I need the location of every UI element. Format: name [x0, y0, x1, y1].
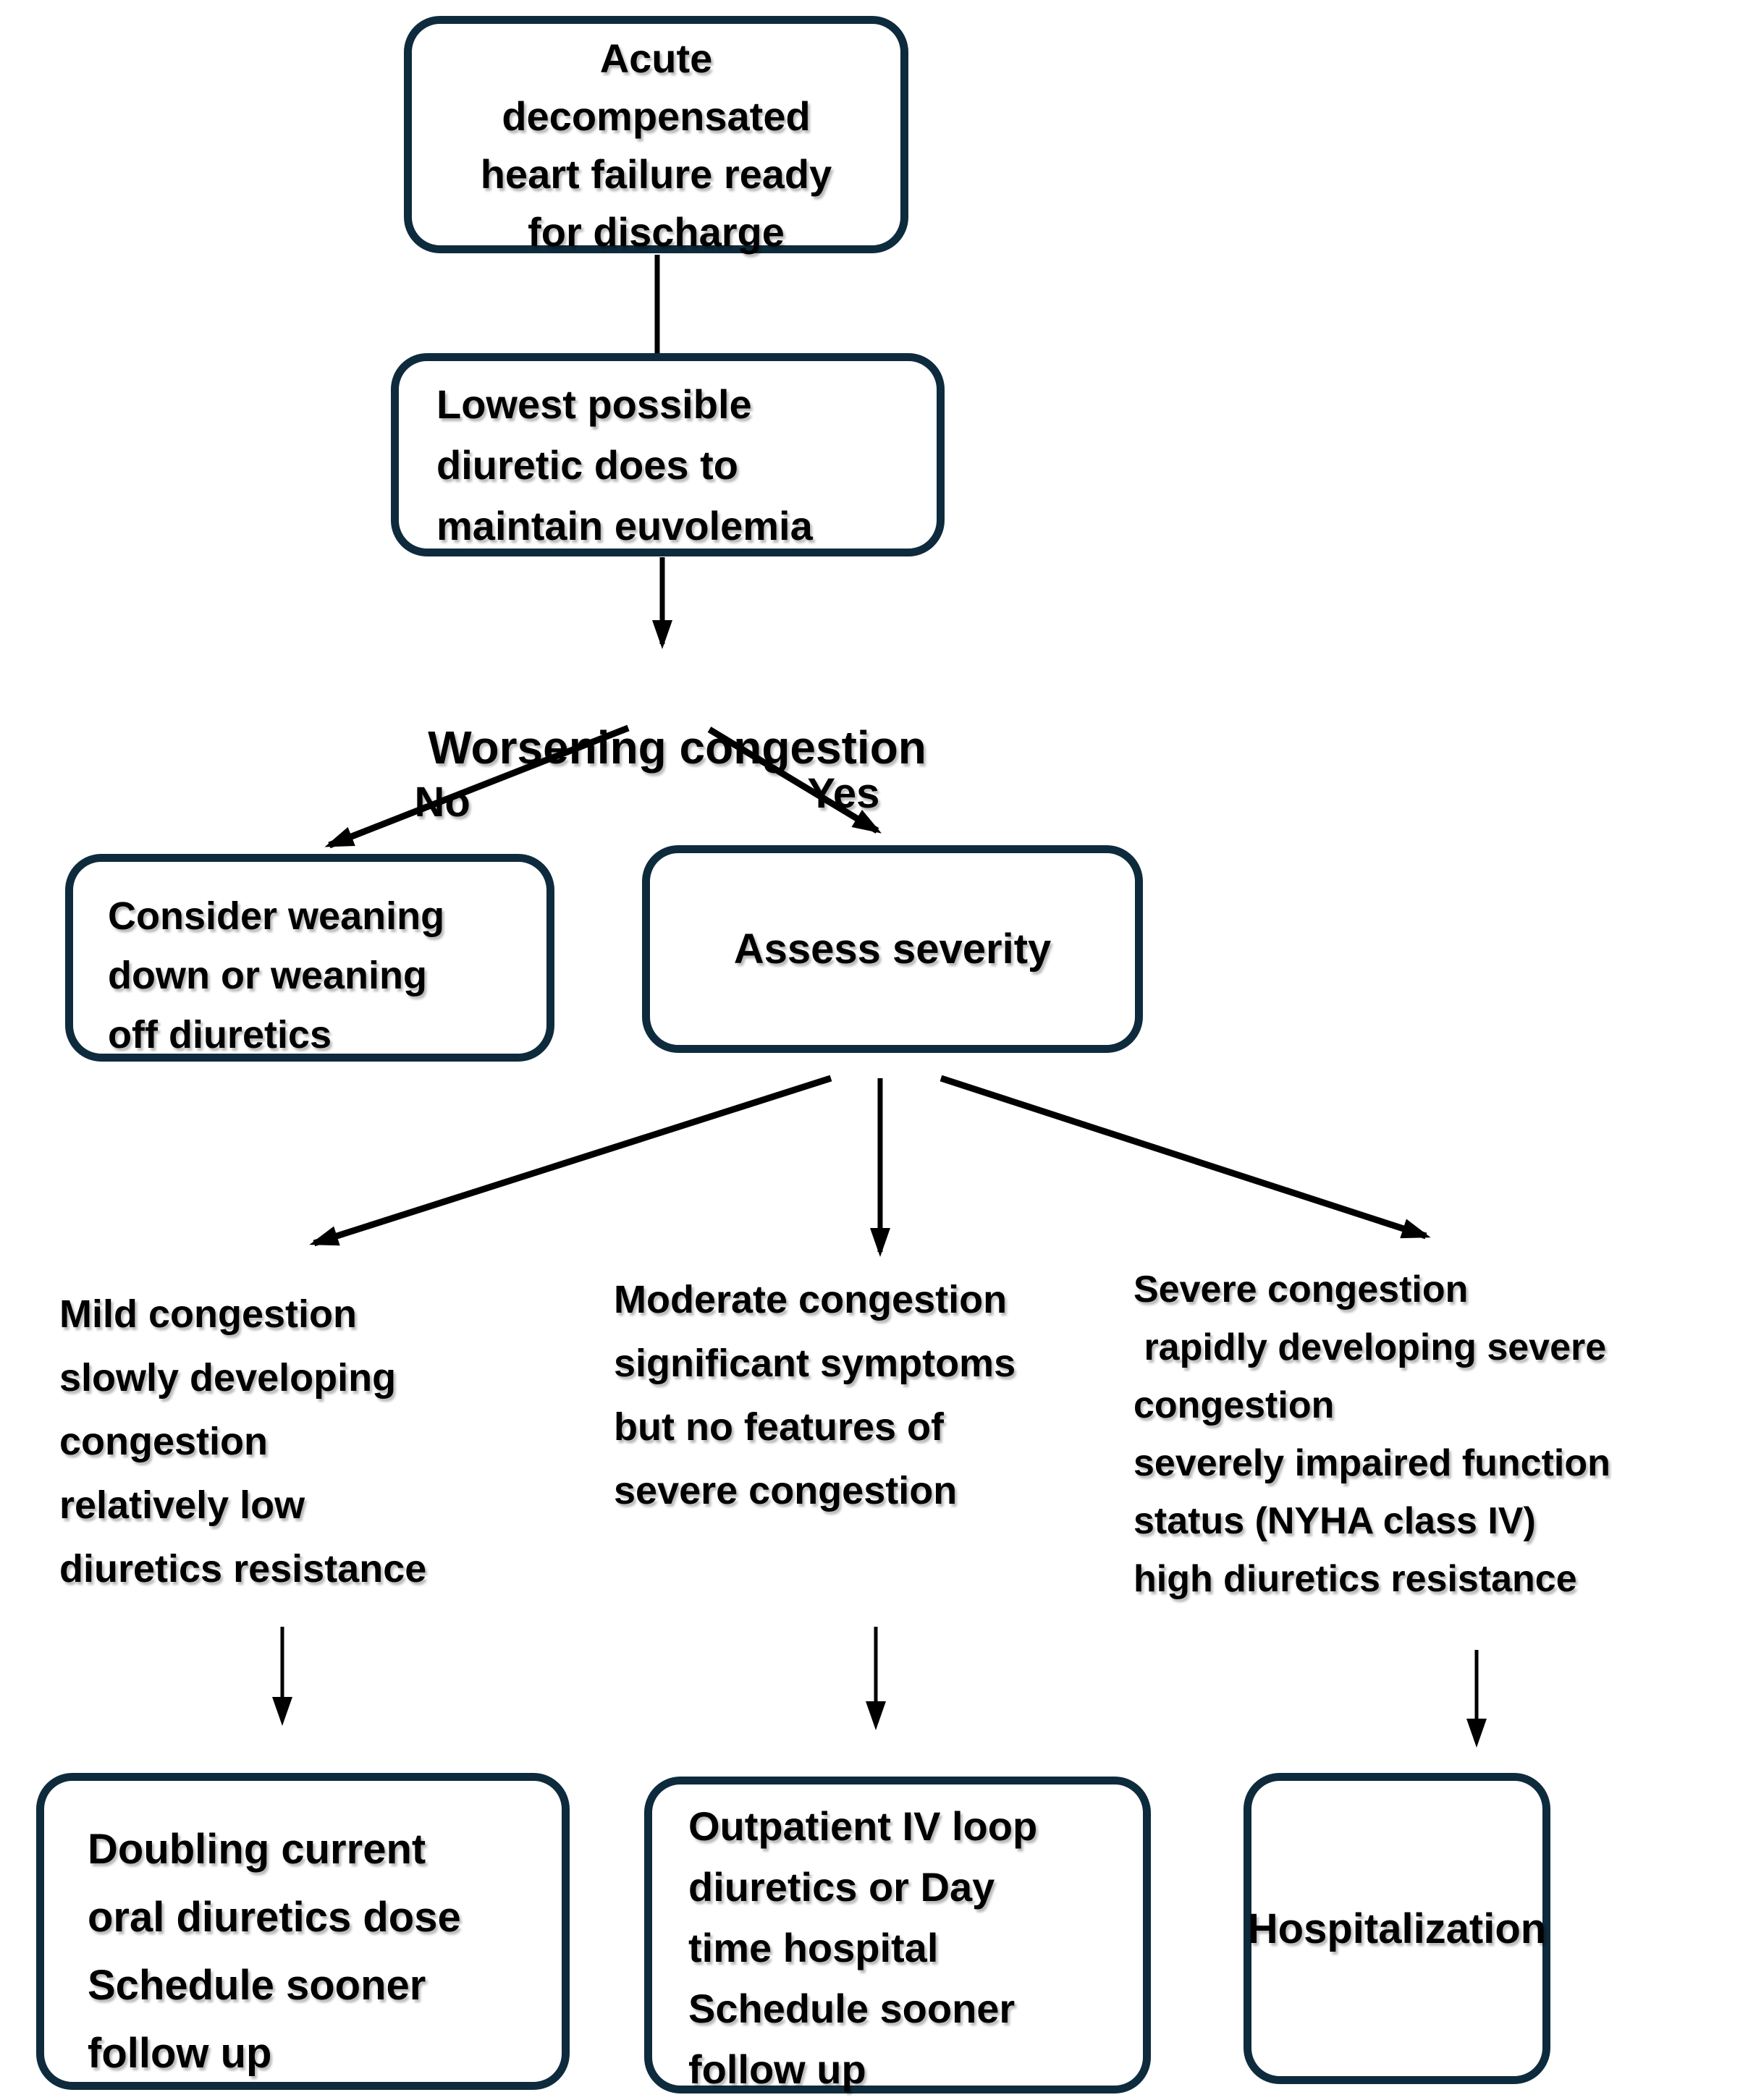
node-text-line: down or weaning	[108, 954, 427, 997]
node-text-line: Schedule sooner	[88, 1962, 426, 2009]
criteria-text-line: relatively low	[59, 1483, 305, 1527]
node-text-line: Doubling current	[88, 1826, 426, 1873]
criteria-text-line: congestion	[1133, 1384, 1335, 1426]
decision-worsening-congestion: Worsening congestion	[326, 667, 977, 828]
node-text-line: Assess severity	[733, 926, 1052, 973]
node-text-line: Schedule sooner	[688, 1986, 1016, 2031]
criteria-moderate-congestion: Moderate congestion significant symptoms…	[614, 1268, 1016, 1523]
node-acute-hf-discharge: Acute decompensated heart failure ready …	[404, 16, 908, 255]
decision-question-text: Worsening congestion	[428, 721, 926, 774]
criteria-text-line: but no features of	[614, 1405, 944, 1449]
branch-label-no: No	[368, 729, 470, 875]
node-hospitalization: Hospitalization	[1244, 1773, 1550, 2084]
node-consider-weaning: Consider weaning down or weaning off diu…	[65, 854, 554, 1062]
node-outpatient-iv-diuretics: Outpatient IV loop diuretics or Day time…	[644, 1777, 1151, 2093]
node-text-line: maintain euvolemia	[436, 503, 813, 549]
node-text-line: Hospitalization	[1247, 1905, 1547, 1952]
node-assess-severity: Assess severity	[642, 845, 1143, 1053]
criteria-text-line: significant symptoms	[614, 1342, 1016, 1385]
node-text-line: off diuretics	[108, 1013, 332, 1057]
node-text-line: for discharge	[528, 209, 785, 255]
node-text-line: follow up	[88, 2030, 272, 2077]
node-text-line: Acute	[599, 35, 713, 81]
node-text-line: decompensated	[502, 93, 811, 139]
criteria-text-line: severely impaired function	[1133, 1442, 1610, 1484]
arrow-assess-to-severe	[940, 1075, 1431, 1240]
criteria-mild-congestion: Mild congestion slowly developing conges…	[59, 1282, 426, 1601]
criteria-text-line: Mild congestion	[59, 1292, 357, 1336]
criteria-text-line: congestion	[59, 1420, 269, 1463]
arrow-assess-to-mild	[309, 1075, 832, 1247]
node-text-line: Outpatient IV loop	[688, 1803, 1038, 1849]
node-text-line: Consider weaning	[108, 894, 445, 938]
node-text-line: Lowest possible	[436, 381, 752, 427]
node-text-line: time hospital	[688, 1925, 939, 1970]
branch-label-yes: Yes	[761, 721, 879, 866]
node-text-line: diuretics or Day	[688, 1864, 995, 1910]
criteria-text-line: severe congestion	[614, 1469, 958, 1512]
node-doubling-oral-dose: Doubling current oral diuretics dose Sch…	[36, 1773, 570, 2090]
yes-label-text: Yes	[807, 770, 880, 817]
node-text-line: oral diuretics dose	[88, 1894, 461, 1941]
criteria-text-line: diuretics resistance	[59, 1547, 427, 1591]
criteria-text-line: Moderate congestion	[614, 1278, 1008, 1321]
criteria-text-line: status (NYHA class IV)	[1133, 1500, 1536, 1542]
no-label-text: No	[414, 779, 470, 826]
criteria-text-line: slowly developing	[59, 1356, 397, 1400]
criteria-text-line: rapidly developing severe	[1133, 1326, 1607, 1368]
node-lowest-diuretic-dose: Lowest possible diuretic does to maintai…	[391, 353, 945, 556]
node-text-line: diuretic does to	[436, 442, 738, 488]
criteria-text-line: Severe congestion	[1133, 1269, 1469, 1311]
node-text-line: heart failure ready	[480, 151, 832, 197]
criteria-severe-congestion: Severe congestion rapidly developing sev…	[1133, 1261, 1610, 1608]
node-text-line: follow up	[688, 2046, 866, 2092]
criteria-text-line: high diuretics resistance	[1133, 1558, 1577, 1600]
